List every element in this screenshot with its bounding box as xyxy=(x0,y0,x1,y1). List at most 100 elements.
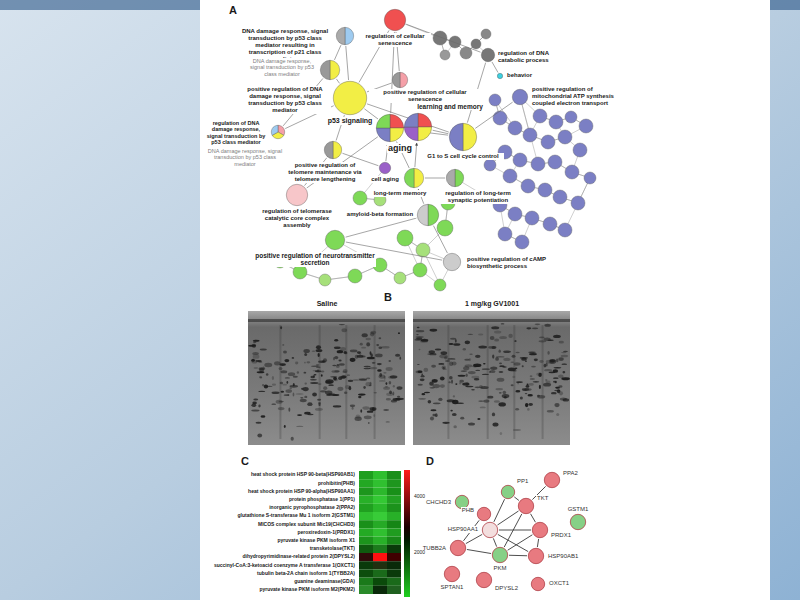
protein-spot xyxy=(490,370,496,373)
node-circle xyxy=(544,472,560,488)
go-term-node: amyloid-beta formation xyxy=(417,204,439,226)
protein-spot xyxy=(491,326,499,329)
heatmap-cell xyxy=(359,553,373,561)
pie-slice xyxy=(449,123,463,150)
protein-spot xyxy=(355,355,359,359)
heatmap-cell xyxy=(387,528,401,536)
panel-letter: C xyxy=(240,455,250,468)
protein-spot xyxy=(378,374,385,378)
pie-slice xyxy=(271,125,278,135)
network-term-circle xyxy=(484,159,496,171)
protein-spot xyxy=(515,408,519,411)
protein-spot xyxy=(256,360,262,362)
protein-spot xyxy=(515,390,520,393)
heatmap-row-label: succinyl-CoA:3-ketoacid coenzyme A trans… xyxy=(213,563,356,569)
heatmap-cell xyxy=(359,545,373,553)
pie-slice xyxy=(528,548,543,563)
protein-spot xyxy=(421,374,423,375)
gel-image xyxy=(413,311,570,445)
network-term-circle xyxy=(498,227,512,241)
connector xyxy=(425,178,445,179)
network-term-circle xyxy=(434,279,446,291)
heatmap-cell xyxy=(373,553,387,561)
protein-spot xyxy=(503,358,510,361)
protein-spot xyxy=(532,327,538,329)
protein-node: TKT xyxy=(518,498,534,514)
node-label: PRDX1 xyxy=(550,532,572,539)
protein-spot xyxy=(271,404,276,405)
protein-spot xyxy=(455,383,457,385)
node-circle xyxy=(320,60,340,80)
protein-spot xyxy=(553,377,559,379)
protein-spot xyxy=(305,382,307,384)
network-term-circle xyxy=(533,109,547,123)
heatmap-cell xyxy=(359,561,373,569)
protein-spot xyxy=(452,413,457,416)
protein-spot xyxy=(440,384,445,388)
node-label: OXCT1 xyxy=(548,580,570,587)
heatmap-cell xyxy=(373,545,387,553)
network-term-circle xyxy=(433,31,447,45)
connector xyxy=(508,535,533,550)
protein-spot xyxy=(440,376,445,380)
pie-slice xyxy=(570,514,585,529)
panel-letter: A xyxy=(228,4,238,17)
protein-spot xyxy=(546,360,554,364)
protein-spot xyxy=(533,381,540,382)
protein-spot xyxy=(537,395,540,397)
go-term-node: positive regulation of DNA damage respon… xyxy=(320,60,340,80)
protein-spot xyxy=(293,392,295,396)
protein-spot xyxy=(511,384,514,386)
protein-spot xyxy=(280,370,287,373)
heatmap-cell xyxy=(359,471,373,479)
heatmap-row-label: heat shock protein HSP 90-alpha(HSP90AA1… xyxy=(247,489,356,495)
node-label: DPYSL2 xyxy=(494,585,519,592)
protein-spot xyxy=(258,405,260,408)
protein-spot xyxy=(364,366,371,367)
protein-spot xyxy=(543,383,551,387)
gel-images xyxy=(248,311,570,445)
network-term-circle xyxy=(353,191,367,205)
protein-spot xyxy=(488,346,496,349)
pie-slice xyxy=(476,572,491,587)
node-circle xyxy=(404,113,432,141)
pie-slice xyxy=(481,48,494,61)
protein-spot xyxy=(482,368,490,370)
protein-spot xyxy=(262,384,264,386)
protein-spot xyxy=(545,379,547,380)
pie-slice xyxy=(324,141,333,158)
network-term-circle xyxy=(449,36,461,48)
protein-spot xyxy=(375,354,383,358)
node-circle xyxy=(476,572,492,588)
connector xyxy=(493,538,496,546)
protein-spot xyxy=(263,366,265,369)
protein-spot xyxy=(251,359,255,362)
node-circle xyxy=(271,125,285,139)
protein-spot xyxy=(348,380,354,382)
protein-spot xyxy=(321,374,323,376)
heatmap-cell xyxy=(359,504,373,512)
protein-spot xyxy=(453,343,460,346)
protein-spot xyxy=(430,416,434,420)
protein-spot xyxy=(331,370,339,372)
node-label: learning and memory xyxy=(416,103,484,110)
protein-spot xyxy=(360,409,362,413)
network-term-circle xyxy=(548,155,562,169)
protein-spot xyxy=(395,354,400,357)
protein-spot xyxy=(463,366,469,370)
protein-spot xyxy=(337,387,343,391)
protein-spot xyxy=(377,363,382,365)
protein-spot xyxy=(326,394,332,396)
heatmap-cell xyxy=(373,512,387,520)
protein-spot xyxy=(483,363,486,365)
protein-spot xyxy=(496,356,504,358)
node-label: positive regulation of telomere maintena… xyxy=(284,162,366,183)
protein-spot xyxy=(334,339,338,342)
protein-spot xyxy=(419,349,421,350)
protein-spot xyxy=(477,418,480,420)
heatmap-cell xyxy=(387,504,401,512)
protein-spot xyxy=(416,370,423,373)
protein-spot xyxy=(417,364,420,365)
node-label: regulation of DNA damage response, signa… xyxy=(203,120,270,145)
protein-spot xyxy=(364,368,371,369)
